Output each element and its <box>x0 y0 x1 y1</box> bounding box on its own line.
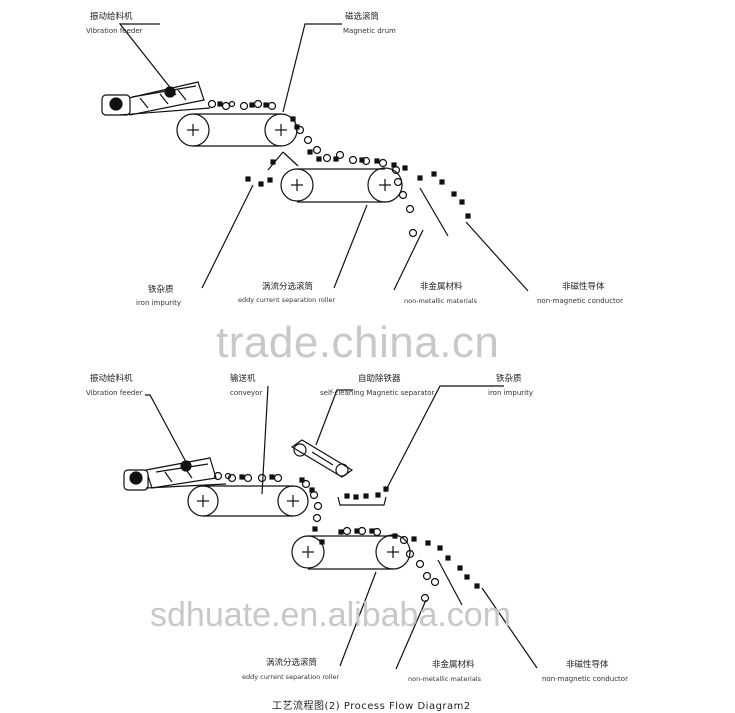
iron-collection-tray <box>337 496 387 506</box>
watermark-top: trade.china.cn <box>216 318 500 367</box>
label-feeder-en-1: Vibration feeder <box>86 27 143 35</box>
label-nonmag-en-1: non-magnetic conductor <box>537 297 623 305</box>
separator-plate-1 <box>419 187 449 237</box>
figure-caption: 工艺流程图(2) Process Flow Diagram2 <box>272 701 471 712</box>
eddy-current-roller-2 <box>291 534 411 570</box>
label-nonmetal-en-2: non-metallic materials <box>408 675 481 683</box>
label-eddy-zh-1: 涡流分选滚筒 <box>262 282 314 292</box>
label-nonmag-zh-1: 非磁性导体 <box>562 282 605 292</box>
label-feeder-en-2: Vibration feeder <box>86 389 143 397</box>
material-particles <box>207 99 480 603</box>
separator-plate-2 <box>437 559 463 606</box>
watermark-bottom: sdhuate.en.alibaba.com <box>150 596 512 634</box>
magnetic-drum-conveyor <box>176 113 298 147</box>
label-conveyor-zh: 输送机 <box>230 374 256 384</box>
label-eddy-en-1: eddy current separation roller <box>238 296 336 304</box>
label-nonmetal-zh-1: 非金属材料 <box>420 282 463 292</box>
label-iron-zh-1: 铁杂质 <box>148 285 174 295</box>
vibration-feeder-1 <box>101 81 211 116</box>
label-conveyor-en: conveyor <box>230 389 263 397</box>
label-eddy-zh-2: 涡流分选滚筒 <box>266 658 318 668</box>
label-selfclean-en: self-cleaning Magnetic separator <box>320 389 435 397</box>
label-nonmetal-en-1: non-metallic materials <box>404 297 477 305</box>
self-cleaning-separator <box>290 439 354 478</box>
label-iron-en-2: iron impurity <box>488 389 533 397</box>
label-drum-zh: 磁选滚筒 <box>345 12 380 22</box>
label-feeder-zh-2: 振动给料机 <box>90 374 133 384</box>
label-feeder-zh-1: 振动给料机 <box>90 12 133 22</box>
label-iron-en-1: iron impurity <box>136 299 181 307</box>
label-nonmag-en-2: non-magnetic conductor <box>542 675 628 683</box>
conveyor-2 <box>187 485 309 517</box>
label-nonmetal-zh-2: 非金属材料 <box>432 660 475 670</box>
label-nonmag-zh-2: 非磁性导体 <box>566 660 609 670</box>
label-iron-zh-2: 铁杂质 <box>496 374 522 384</box>
label-eddy-en-2: eddy current separation roller <box>242 673 340 681</box>
label-drum-en: Magnetic drum <box>343 27 396 35</box>
label-selfclean-zh: 自助除铁器 <box>358 374 401 384</box>
eddy-current-roller-1 <box>280 167 403 203</box>
vibration-feeder-2 <box>123 457 227 491</box>
